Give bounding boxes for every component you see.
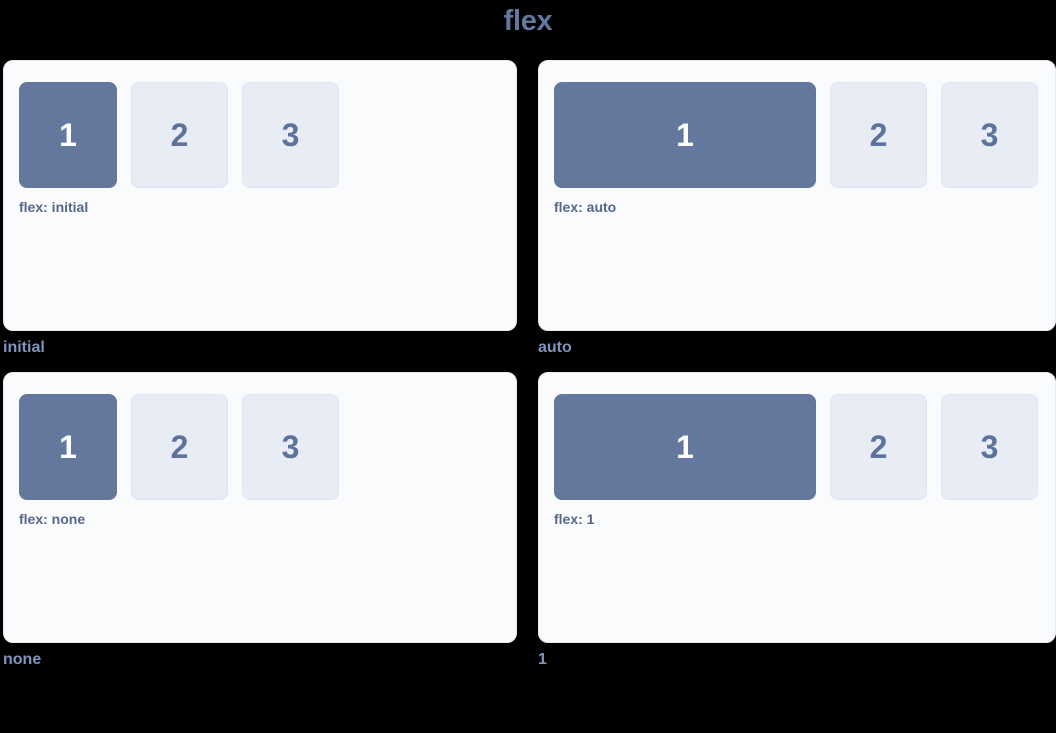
flex-item-1: 1 [554, 394, 816, 500]
flex-value-label: flex: none [19, 511, 86, 527]
flex-item-3: 3 [941, 394, 1038, 500]
demo-caption-initial: initial [3, 339, 45, 356]
demo-card-auto: 1 2 3 flex: auto [538, 60, 1056, 331]
demo-cell-auto: 1 2 3 flex: auto auto [538, 60, 1056, 356]
demo-caption-one: 1 [538, 651, 547, 668]
demo-card-initial: 1 2 3 flex: initial [3, 60, 517, 331]
flex-item-1: 1 [19, 394, 117, 500]
flex-item-2: 2 [131, 394, 228, 500]
flex-container-initial: 1 2 3 [19, 82, 499, 188]
page-title: flex [503, 5, 553, 37]
flex-item-2: 2 [131, 82, 228, 188]
flex-container-one: 1 2 3 [554, 394, 1038, 500]
flex-item-3: 3 [941, 82, 1038, 188]
demo-card-none: 1 2 3 flex: none [3, 372, 517, 643]
flex-item-1: 1 [554, 82, 816, 188]
flex-container-none: 1 2 3 [19, 394, 499, 500]
demo-cell-one: 1 2 3 flex: 1 1 [538, 372, 1056, 668]
flex-value-label: flex: 1 [554, 511, 595, 527]
flex-item-2: 2 [830, 394, 927, 500]
demo-caption-auto: auto [538, 339, 572, 356]
demo-grid: 1 2 3 flex: initial initial 1 2 3 flex: … [3, 60, 1056, 668]
flex-value-label: flex: auto [554, 199, 617, 215]
demo-caption-none: none [3, 651, 42, 668]
flex-item-3: 3 [242, 394, 339, 500]
flex-value-label: flex: initial [19, 199, 89, 215]
flex-item-3: 3 [242, 82, 339, 188]
demo-card-one: 1 2 3 flex: 1 [538, 372, 1056, 643]
flex-item-1: 1 [19, 82, 117, 188]
demo-cell-none: 1 2 3 flex: none none [3, 372, 517, 668]
flex-container-auto: 1 2 3 [554, 82, 1038, 188]
flex-item-2: 2 [830, 82, 927, 188]
demo-cell-initial: 1 2 3 flex: initial initial [3, 60, 517, 356]
